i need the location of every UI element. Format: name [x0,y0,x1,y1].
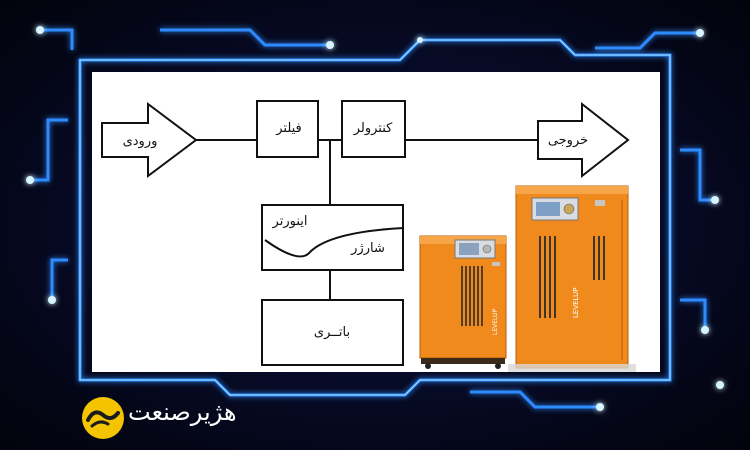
inverter-label: اینورتر [272,214,308,229]
filter-label: فیلتر [275,121,302,136]
controller-label: کنترولر [353,121,393,136]
controller-box [341,100,406,158]
output-arrow [537,101,630,179]
inverter-charger-box [261,204,404,271]
charger-label: شارژر [350,241,385,256]
output-label: خروجی [548,133,588,148]
circuit-nodes [26,26,724,411]
company-logo [82,397,124,439]
logo-mark [82,397,124,439]
inverter-charger-curve [264,227,404,258]
small-vent-grille [461,266,483,326]
logo-text: هژیرصنعت [128,398,237,426]
small-brand-text: LEVELUP [492,309,499,335]
large-vent-grille [539,236,605,318]
ups-cabinet-small: LEVELUP [419,235,507,369]
battery-box [261,299,404,366]
input-arrow [101,102,198,178]
input-label: ورودی [123,134,158,149]
large-brand-text: LEVELUP [572,288,580,318]
ups-cabinet-large: LEVELUP [508,185,636,372]
battery-label: باتــری [314,325,350,340]
filter-box [256,100,319,158]
